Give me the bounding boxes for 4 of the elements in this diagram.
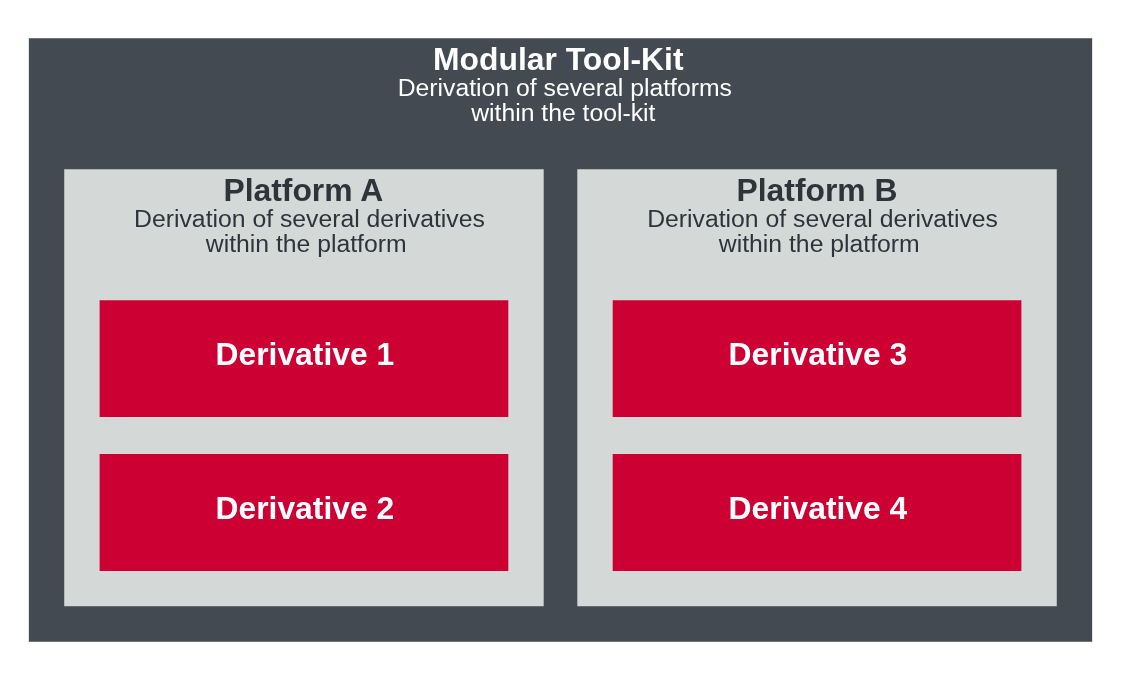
node-box: Derivative 1 (99, 299, 509, 417)
node-box: Derivative 4 (612, 453, 1022, 571)
node-box: Derivative 2 (99, 453, 509, 571)
node-box: Derivative 3 (612, 299, 1022, 417)
